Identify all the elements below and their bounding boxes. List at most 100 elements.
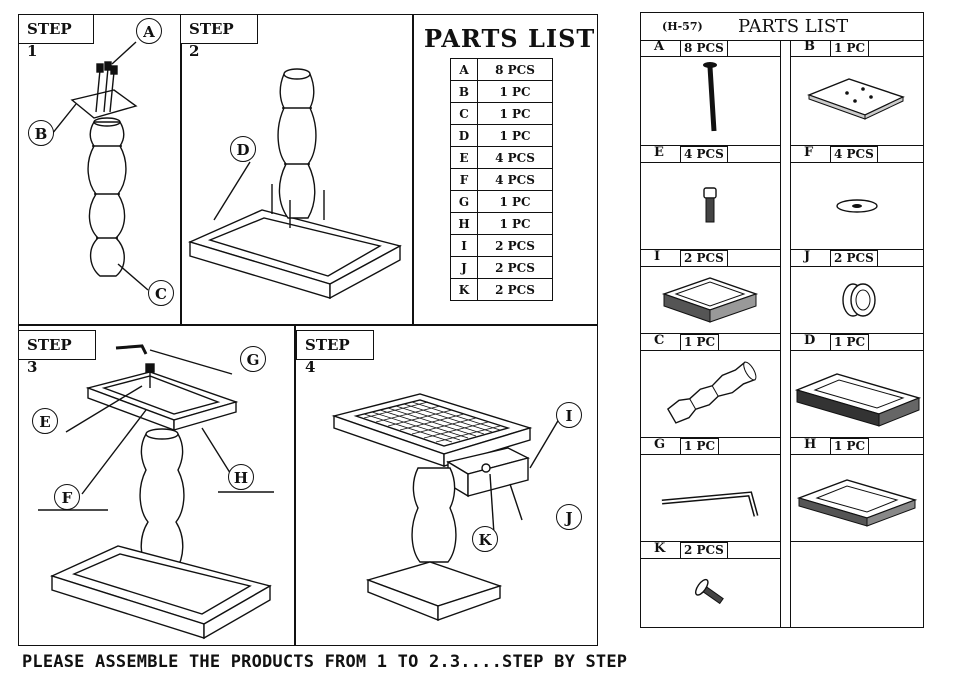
part-cell-letter: F — [804, 145, 814, 160]
top-frame-icon — [796, 479, 918, 527]
callout-k: K — [472, 526, 498, 552]
right-parts-frame — [640, 12, 924, 628]
right-center-divider — [780, 40, 781, 628]
part-cell: J 2 PCS — [790, 249, 924, 334]
part-letter: A — [450, 58, 478, 81]
part-cell: G 1 PC — [640, 437, 780, 542]
step3-drawing — [38, 344, 274, 640]
step3-panel — [18, 324, 296, 646]
part-cell: D 1 PC — [790, 333, 924, 438]
part-letter: F — [450, 168, 478, 191]
part-quantity: 1 PC — [477, 102, 553, 125]
part-cell-letter: E — [654, 145, 664, 160]
callout-f: F — [54, 484, 80, 510]
part-cell-header: A 8 PCS — [640, 39, 780, 57]
step3-label: STEP 3 — [18, 330, 96, 376]
callout-g: G — [240, 346, 266, 372]
part-cell-letter: D — [804, 333, 816, 348]
part-quantity: 1 PC — [477, 212, 553, 235]
part-cell-header: D 1 PC — [790, 333, 924, 351]
callout-e: E — [32, 408, 58, 434]
part-letter: E — [450, 146, 478, 169]
part-cell-header: B 1 PC — [790, 39, 924, 57]
step4-label: STEP 4 — [296, 330, 374, 376]
part-quantity: 2 PCS — [477, 234, 553, 257]
part-cell-qty: 4 PCS — [680, 146, 728, 163]
part-cell-letter: H — [804, 437, 817, 452]
step1-label: STEP 1 — [18, 14, 94, 60]
part-cell-letter: K — [654, 541, 666, 556]
sheet-parts-title: PARTS LIST — [424, 24, 596, 53]
step1-drawing — [51, 41, 149, 291]
callout-b: B — [28, 120, 54, 146]
part-cell-qty: 1 PC — [830, 40, 870, 57]
part-cell-qty: 1 PC — [680, 334, 720, 351]
part-cell-letter: C — [654, 333, 665, 348]
part-cell-qty: 2 PCS — [830, 250, 878, 267]
part-cell-letter: J — [804, 249, 811, 264]
part-cell-qty: 8 PCS — [680, 40, 728, 57]
part-cell: C 1 PC — [640, 333, 780, 438]
small-screw-icon — [694, 578, 724, 605]
part-quantity: 2 PCS — [477, 256, 553, 279]
part-cell-header: J 2 PCS — [790, 249, 924, 267]
assembly-instruction-footer: PLEASE ASSEMBLE THE PRODUCTS FROM 1 TO 2… — [22, 652, 628, 672]
right-center-divider-2 — [790, 40, 791, 628]
step4-panel — [294, 324, 598, 646]
step2-drawing — [187, 68, 402, 300]
part-cell-qty: 1 PC — [680, 438, 720, 455]
step2-label: STEP 2 — [180, 14, 258, 60]
part-quantity: 2 PCS — [477, 278, 553, 301]
part-letter: H — [450, 212, 478, 235]
bolt-icon — [703, 62, 717, 132]
knob-icon — [842, 283, 876, 317]
part-cell-letter: I — [654, 249, 661, 264]
right-header-rule — [640, 40, 924, 41]
part-letter: D — [450, 124, 478, 147]
part-letter: K — [450, 278, 478, 301]
part-quantity: 1 PC — [477, 124, 553, 147]
part-cell-letter: G — [654, 437, 666, 452]
part-letter: B — [450, 80, 478, 103]
part-cell-header: K 2 PCS — [640, 541, 780, 559]
part-cell-qty: 1 PC — [830, 334, 870, 351]
part-letter: J — [450, 256, 478, 279]
right-parts-title: PARTS LIST — [738, 16, 849, 37]
part-letter: I — [450, 234, 478, 257]
plate-icon — [807, 78, 905, 120]
washer-icon — [836, 199, 878, 213]
part-quantity: 4 PCS — [477, 168, 553, 191]
part-cell-qty: 4 PCS — [830, 146, 878, 163]
part-quantity: 8 PCS — [477, 58, 553, 81]
part-cell-letter: A — [654, 39, 665, 54]
step2-panel — [180, 14, 414, 326]
step4-drawing — [331, 393, 563, 622]
part-cell: B 1 PC — [790, 39, 924, 146]
part-cell: E 4 PCS — [640, 145, 780, 250]
callout-a: A — [136, 18, 162, 44]
callout-d: D — [230, 136, 256, 162]
callout-h: H — [228, 464, 254, 490]
part-cell: A 8 PCS — [640, 39, 780, 146]
part-cell: F 4 PCS — [790, 145, 924, 250]
part-cell-header: F 4 PCS — [790, 145, 924, 163]
part-cell-qty: 2 PCS — [680, 542, 728, 559]
part-cell-header: E 4 PCS — [640, 145, 780, 163]
step1-panel — [18, 14, 182, 326]
base-icon — [794, 373, 922, 427]
screw-icon — [703, 187, 717, 223]
part-cell-letter: B — [804, 39, 815, 54]
callout-i: I — [556, 402, 582, 428]
part-letter: G — [450, 190, 478, 213]
part-cell-header: G 1 PC — [640, 437, 780, 455]
